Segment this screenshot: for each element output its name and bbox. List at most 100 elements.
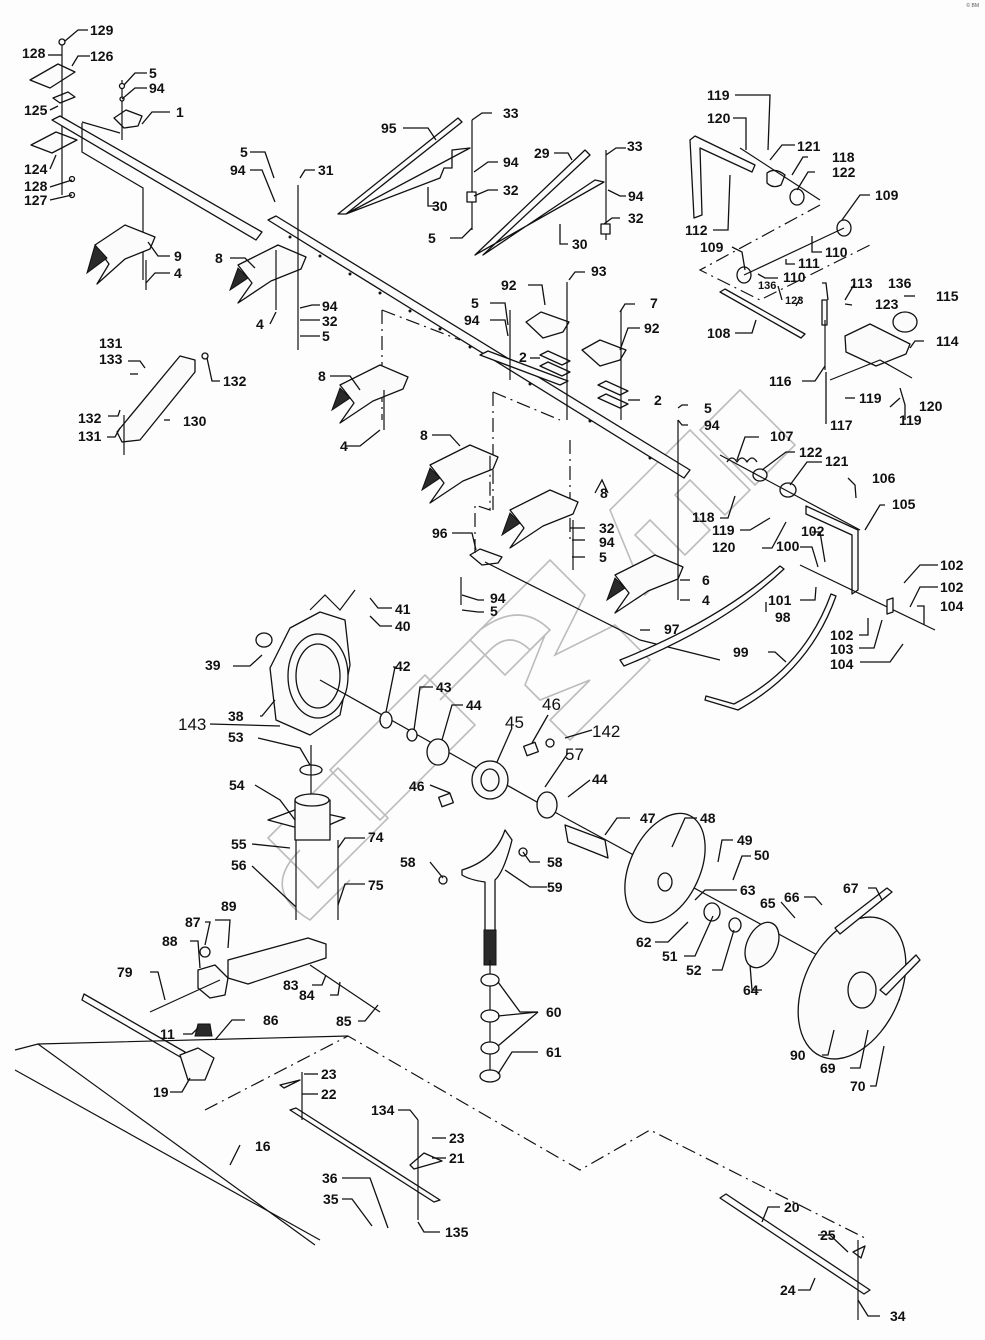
callout: 32: [503, 182, 519, 198]
callout: 65: [760, 895, 776, 911]
guard-8c: [421, 444, 499, 504]
guard-8a: [229, 244, 307, 304]
callout: 69: [820, 1060, 836, 1076]
callout: 8: [420, 427, 428, 443]
callout: 102: [940, 579, 964, 595]
callout: 104: [940, 598, 964, 614]
callout: 60: [546, 1004, 562, 1020]
callout-labels: 129 128 126 125 124 128 127 5 94 1 9 4 5…: [22, 22, 964, 1324]
callout: 93: [591, 263, 607, 279]
callout: 94: [149, 80, 165, 96]
callout: 128: [24, 178, 48, 194]
clamps-and-plates: [479, 282, 629, 420]
callout: 79: [117, 964, 133, 980]
callout: 127: [24, 192, 48, 208]
callout: 132: [223, 373, 247, 389]
callout: 4: [702, 592, 710, 608]
callout: 51: [662, 948, 678, 964]
callout: 126: [90, 48, 114, 64]
callout: 121: [825, 453, 849, 469]
callout: 84: [299, 987, 315, 1003]
callout: 36: [322, 1170, 338, 1186]
callout: 83: [283, 977, 299, 993]
callout: 135: [445, 1224, 469, 1240]
callout: 6: [702, 572, 710, 588]
callout: 63: [740, 882, 756, 898]
callout: 107: [770, 428, 794, 444]
callout: 31: [318, 162, 334, 178]
callout: 103: [830, 641, 854, 657]
callout: 94: [704, 417, 720, 433]
callout: 94: [230, 162, 246, 178]
callout: 102: [830, 627, 854, 643]
callout: 111: [798, 255, 820, 271]
callout: 8: [215, 250, 223, 266]
callout: 121: [797, 138, 821, 154]
callout: 55: [231, 836, 247, 852]
bracket-130: [116, 352, 209, 455]
callout: 114: [936, 333, 959, 349]
callout: 2: [519, 349, 527, 365]
callout: 132: [78, 410, 102, 426]
knife-head-96: [460, 455, 721, 661]
callout: 5: [149, 65, 157, 81]
callout: 46: [542, 695, 561, 714]
callout: 104: [830, 656, 854, 672]
callout: 130: [183, 413, 207, 429]
callout: 112: [685, 222, 708, 238]
callout: 5: [322, 328, 330, 344]
callout: 131: [99, 335, 123, 351]
rocker-arm-59: [438, 829, 528, 1083]
callout: 110: [825, 244, 848, 260]
callout: 125: [24, 102, 48, 118]
callout: 56: [231, 857, 247, 873]
callout: 94: [599, 534, 615, 550]
rods-98-99: [619, 565, 837, 711]
callout: 24: [780, 1282, 796, 1298]
callout: 50: [754, 847, 770, 863]
callout: 92: [501, 277, 517, 293]
callout: 25: [820, 1227, 836, 1243]
callout: 41: [395, 601, 411, 617]
callout: 21: [449, 1150, 465, 1166]
actuator-linkage: [719, 219, 918, 381]
callout: 75: [368, 877, 384, 893]
callout: 49: [737, 832, 753, 848]
callout: 116: [769, 373, 792, 389]
callout: 32: [322, 313, 338, 329]
callout: 38: [228, 708, 244, 724]
callout: 5: [599, 549, 607, 565]
callout: 119: [899, 412, 922, 428]
callout: 23: [449, 1130, 465, 1146]
callout: 101: [768, 592, 792, 608]
callout: 1: [176, 104, 184, 120]
callout: 96: [432, 525, 448, 541]
flywheel-48: [624, 812, 742, 933]
lever-arm-112: [689, 135, 871, 301]
callout: 123: [875, 296, 899, 312]
callout: 87: [185, 914, 201, 930]
callout: 122: [832, 164, 856, 180]
callout: 92: [644, 320, 660, 336]
callout: 120: [712, 539, 736, 555]
corner-mark: © ВМ: [966, 3, 979, 9]
hub-64: [744, 921, 780, 969]
callout: 128: [22, 45, 46, 61]
callout: 62: [636, 934, 652, 950]
callout: 42: [395, 658, 411, 674]
callout: 86: [263, 1012, 279, 1028]
callout: 39: [205, 657, 221, 673]
callout: 129: [90, 22, 114, 38]
callout: 16: [255, 1138, 271, 1154]
callout: 120: [707, 110, 731, 126]
callout: 32: [599, 520, 615, 536]
callout: 94: [490, 590, 506, 606]
callout: 97: [664, 621, 680, 637]
callout: 4: [174, 265, 182, 281]
callout: 100: [776, 538, 800, 554]
gearbox-housing-38: [255, 589, 356, 736]
callout: 5: [240, 144, 248, 160]
callout: 19: [153, 1084, 169, 1100]
callout: 58: [400, 854, 416, 870]
